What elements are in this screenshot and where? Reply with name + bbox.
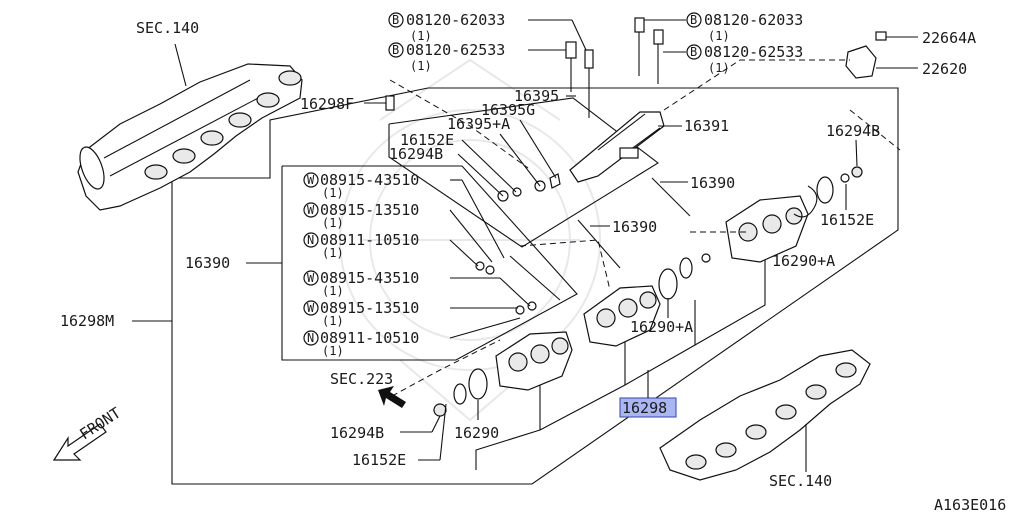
label-16298f: 16298F: [300, 95, 354, 113]
fittings: [475, 173, 691, 315]
bolt-callout-4: B 08120-62533 (1): [663, 43, 803, 75]
label-16290: 16290: [454, 424, 499, 442]
throttle-body-left: [433, 331, 573, 417]
sec-223-arrow: [378, 386, 406, 408]
throttle-body-middle: [583, 253, 711, 347]
svg-text:(1): (1): [322, 314, 344, 328]
label-frame-16298m: 16298M: [60, 312, 114, 330]
assembly-frames: [171, 87, 899, 485]
bolt-callout-2: B 08120-62533 (1): [388, 41, 566, 73]
svg-text:(1): (1): [708, 29, 730, 43]
front-arrow: [52, 423, 107, 461]
dashed-leaders: [389, 59, 901, 397]
label-16152e-top: 16152E: [400, 131, 454, 149]
label-code: A163E016: [934, 496, 1006, 511]
svg-text:W: W: [307, 203, 315, 217]
svg-text:N: N: [307, 233, 314, 247]
svg-text:(1): (1): [410, 29, 432, 43]
label-16390-mid: 16390: [612, 218, 657, 236]
svg-text:W: W: [307, 173, 315, 187]
svg-text:08915-13510: 08915-13510: [320, 299, 419, 317]
washer-callout-4: W 08915-43510 (1): [303, 269, 531, 307]
label-16294b-bottom: 16294B: [330, 424, 384, 442]
label-sec-140-bottom: SEC.140: [769, 472, 832, 490]
svg-text:B: B: [690, 13, 697, 27]
svg-text:B: B: [392, 43, 399, 57]
svg-text:W: W: [307, 271, 315, 285]
label-22620: 22620: [922, 60, 967, 78]
svg-text:08911-10510: 08911-10510: [320, 231, 419, 249]
label-16395g: 16395G: [481, 101, 535, 119]
svg-text:B: B: [392, 13, 399, 27]
washer-callout-3: N 08911-10510 (1): [303, 231, 479, 267]
svg-text:08915-43510: 08915-43510: [320, 171, 419, 189]
svg-text:08915-13510: 08915-13510: [320, 201, 419, 219]
label-16391: 16391: [684, 117, 729, 135]
fuel-rail: [569, 111, 665, 183]
label-16298: 16298: [622, 399, 667, 417]
svg-text:(1): (1): [708, 61, 730, 75]
svg-text:B: B: [690, 45, 697, 59]
svg-text:(1): (1): [322, 344, 344, 358]
svg-text:(1): (1): [322, 216, 344, 230]
svg-text:(1): (1): [322, 186, 344, 200]
label-16390-right: 16390: [690, 174, 735, 192]
label-16152e-right: 16152E: [820, 211, 874, 229]
label-16290a-right: 16290+A: [772, 252, 835, 270]
svg-text:08120-62033: 08120-62033: [406, 11, 505, 29]
bolts-top: [565, 17, 887, 118]
svg-text:08120-62033: 08120-62033: [704, 11, 803, 29]
svg-text:(1): (1): [410, 59, 432, 73]
intake-manifold-top: [77, 43, 303, 211]
svg-text:08911-10510: 08911-10510: [320, 329, 419, 347]
washer-callout-1: W 08915-43510 (1): [303, 171, 505, 259]
label-sec-223: SEC.223: [330, 370, 393, 388]
svg-text:(1): (1): [322, 284, 344, 298]
labels: SEC.140 SEC.140 SEC.223 A163E016 16298M …: [60, 11, 1006, 514]
svg-text:08120-62533: 08120-62533: [406, 41, 505, 59]
throttle-body-right: [725, 166, 863, 263]
label-16395a: 16395+A: [447, 115, 510, 133]
svg-text:08915-43510: 08915-43510: [320, 269, 419, 287]
label-16290a-mid: 16290+A: [630, 318, 693, 336]
washer-callout-6: N 08911-10510 (1): [303, 317, 521, 358]
label-22664a: 22664A: [922, 29, 976, 47]
intake-manifold-bottom: [659, 349, 871, 481]
washer-callout-5: W 08915-13510 (1): [303, 299, 518, 328]
washer-callout-2: W 08915-13510 (1): [303, 201, 493, 263]
label-sec-140-top: SEC.140: [136, 19, 199, 37]
svg-text:N: N: [307, 331, 314, 345]
label-16152e-bottom: 16152E: [352, 451, 406, 469]
label-16294b-top: 16294B: [389, 145, 443, 163]
label-16294b-right: 16294B: [826, 122, 880, 140]
label-16390-left: 16390: [185, 254, 230, 272]
bolt-callout-3: B 08120-62033 (1): [644, 11, 803, 43]
front-label: FRONT: [76, 404, 124, 444]
svg-text:(1): (1): [322, 246, 344, 260]
svg-text:08120-62533: 08120-62533: [704, 43, 803, 61]
bolt-callout-1: B 08120-62033 (1): [388, 11, 587, 51]
label-16395: 16395: [514, 87, 559, 105]
svg-text:W: W: [307, 301, 315, 315]
